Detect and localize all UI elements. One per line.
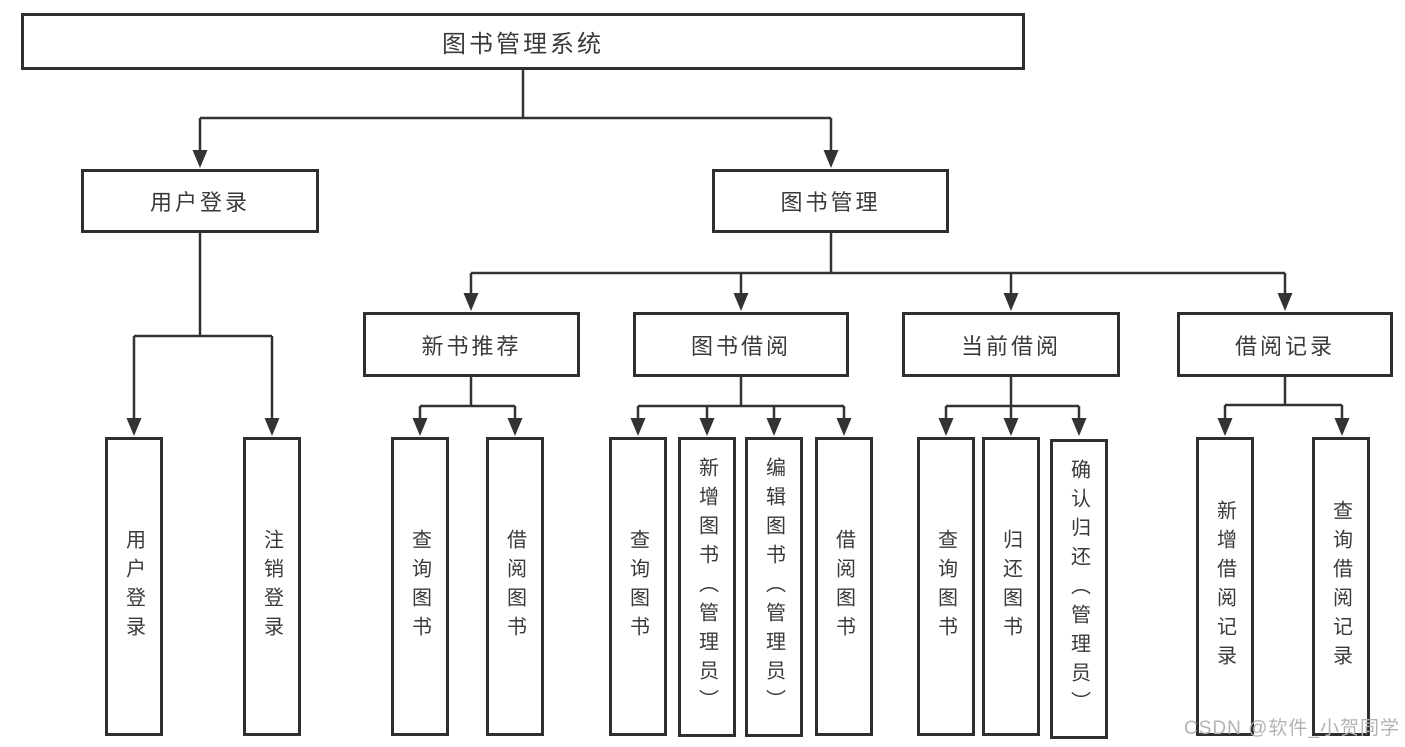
node-leaf-user-login: 用户登录 xyxy=(105,437,163,736)
node-leaf-add-borrow-record: 新增借阅记录 xyxy=(1196,437,1254,736)
node-leaf-confirm-return-admin: 确认归还（管理员） xyxy=(1050,439,1108,739)
node-leaf-query-book-1: 查询图书 xyxy=(391,437,449,736)
arrow-down-icon xyxy=(264,418,280,436)
connector-new-book-recommend-to-leaves xyxy=(412,377,523,436)
connector-borrowing-records-to-leaves xyxy=(1217,377,1350,436)
arrow-down-icon xyxy=(630,418,646,436)
node-label: 借阅图书 xyxy=(832,528,855,645)
arrow-down-icon xyxy=(412,418,428,436)
node-leaf-borrow-book-1: 借阅图书 xyxy=(486,437,544,736)
node-new-book-recommend: 新书推荐 xyxy=(363,312,580,377)
node-label: 注销登录 xyxy=(260,528,283,645)
arrow-down-icon xyxy=(1217,418,1233,436)
node-label: 借阅图书 xyxy=(503,528,526,645)
arrow-down-icon xyxy=(126,418,142,436)
arrow-down-icon xyxy=(463,293,479,311)
node-label: 新增借阅记录 xyxy=(1213,499,1236,674)
arrow-down-icon xyxy=(1003,293,1019,311)
node-label: 用户登录 xyxy=(122,528,145,645)
node-borrowing-records: 借阅记录 xyxy=(1177,312,1393,377)
connector-book-borrowing-to-leaves xyxy=(630,377,852,436)
node-current-borrowing: 当前借阅 xyxy=(902,312,1120,377)
arrow-down-icon xyxy=(1003,418,1019,436)
arrow-down-icon xyxy=(507,418,523,436)
connector-book-management-to-level3 xyxy=(463,233,1293,311)
node-label: 归还图书 xyxy=(999,528,1022,645)
node-label: 新增图书（管理员） xyxy=(695,456,718,718)
node-label: 确认归还（管理员） xyxy=(1067,458,1090,720)
node-leaf-edit-book-admin: 编辑图书（管理员） xyxy=(745,437,803,737)
arrow-down-icon xyxy=(1334,418,1350,436)
arrow-down-icon xyxy=(836,418,852,436)
node-label: 编辑图书（管理员） xyxy=(762,456,785,718)
node-leaf-logout: 注销登录 xyxy=(243,437,301,736)
node-label: 查询借阅记录 xyxy=(1329,499,1352,674)
node-label: 查询图书 xyxy=(626,528,649,645)
node-leaf-query-borrow-record: 查询借阅记录 xyxy=(1312,437,1370,736)
connector-current-borrowing-to-leaves xyxy=(938,377,1087,436)
arrow-down-icon xyxy=(1277,293,1293,311)
arrow-down-icon xyxy=(733,293,749,311)
node-leaf-add-book-admin: 新增图书（管理员） xyxy=(678,437,736,737)
node-user-login-group: 用户登录 xyxy=(81,169,319,233)
node-label: 查询图书 xyxy=(934,528,957,645)
arrow-down-icon xyxy=(766,418,782,436)
watermark-text: CSDN @软件_小贺同学 xyxy=(1184,718,1400,739)
node-leaf-borrow-book-2: 借阅图书 xyxy=(815,437,873,736)
node-leaf-query-book-2: 查询图书 xyxy=(609,437,667,736)
connector-root-to-level2 xyxy=(192,70,839,168)
connector-user-login-to-leaves xyxy=(126,233,280,436)
arrow-down-icon xyxy=(938,418,954,436)
node-root: 图书管理系统 xyxy=(21,13,1025,70)
node-book-borrowing: 图书借阅 xyxy=(633,312,849,377)
node-leaf-return-book: 归还图书 xyxy=(982,437,1040,736)
arrow-down-icon xyxy=(1071,418,1087,436)
node-label: 查询图书 xyxy=(408,528,431,645)
node-book-management: 图书管理 xyxy=(712,169,949,233)
arrow-down-icon xyxy=(192,150,208,168)
arrow-down-icon xyxy=(823,150,839,168)
node-leaf-query-book-3: 查询图书 xyxy=(917,437,975,736)
arrow-down-icon xyxy=(699,418,715,436)
